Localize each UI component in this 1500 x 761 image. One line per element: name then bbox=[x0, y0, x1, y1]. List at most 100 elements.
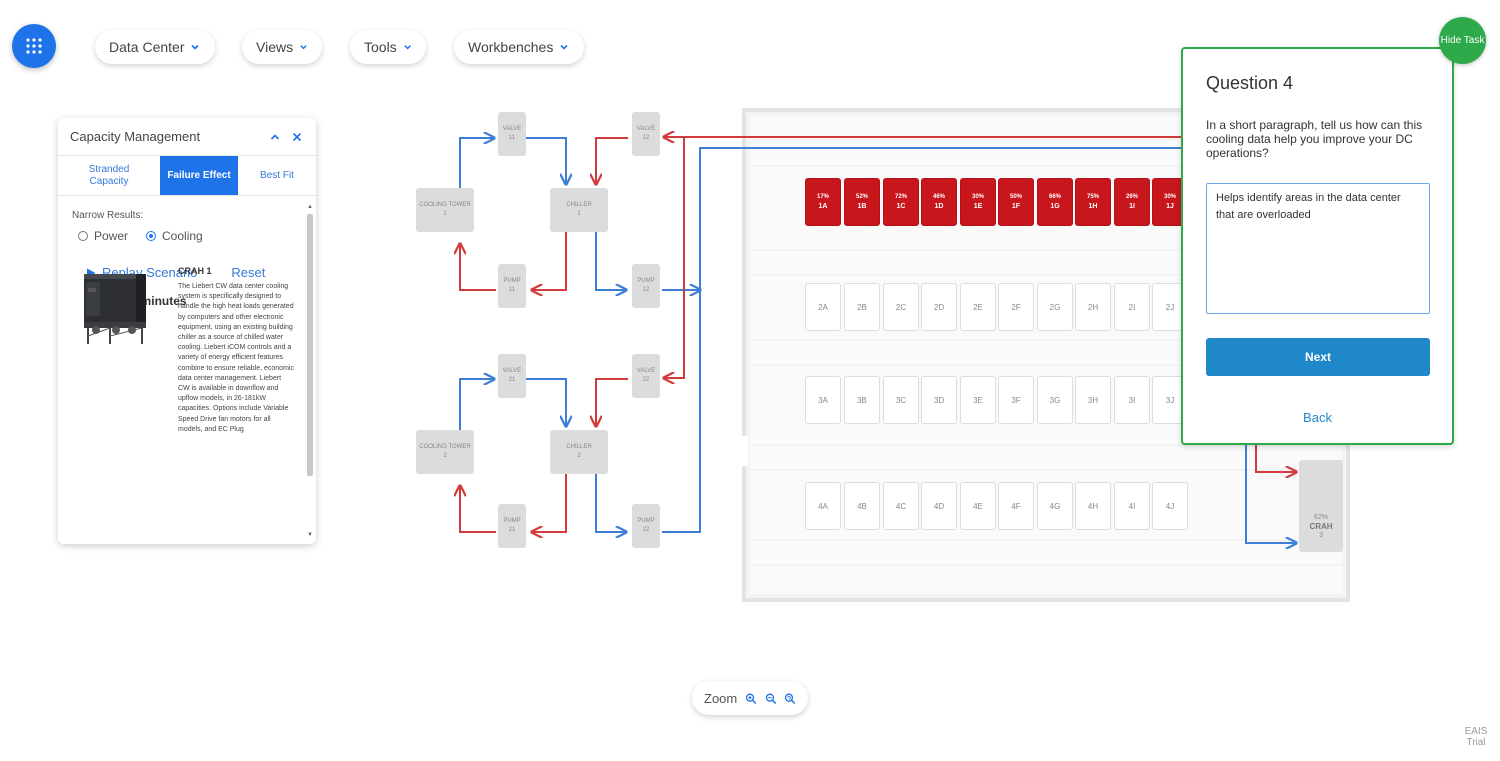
rack-1f[interactable]: 50%1F bbox=[998, 178, 1034, 226]
rack-3a[interactable]: 3A bbox=[805, 376, 841, 424]
rack-4e[interactable]: 4E bbox=[960, 482, 996, 530]
rack-2f[interactable]: 2F bbox=[998, 283, 1034, 331]
rack-label: 1G bbox=[1050, 203, 1060, 210]
scroll-thumb[interactable] bbox=[307, 214, 313, 476]
pump-11-num: 11 bbox=[508, 287, 516, 293]
capacity-scrollbar[interactable]: ▲ ▼ bbox=[306, 204, 314, 540]
rack-2b[interactable]: 2B bbox=[844, 283, 880, 331]
rack-3h[interactable]: 3H bbox=[1075, 376, 1111, 424]
crah-title: CRAH 1 bbox=[178, 266, 212, 276]
rack-1e[interactable]: 30%1E bbox=[960, 178, 996, 226]
rack-2c[interactable]: 2C bbox=[883, 283, 919, 331]
pump-22[interactable]: PUMP 22 bbox=[632, 504, 660, 548]
rack-3c[interactable]: 3C bbox=[883, 376, 919, 424]
rack-4j[interactable]: 4J bbox=[1152, 482, 1188, 530]
chiller-1-name: CHILLER bbox=[566, 202, 592, 208]
rack-1d[interactable]: 46%1D bbox=[921, 178, 957, 226]
hide-task-button[interactable]: Hide Task bbox=[1439, 17, 1486, 64]
radio-cooling[interactable]: Cooling bbox=[146, 229, 203, 243]
rack-4b[interactable]: 4B bbox=[844, 482, 880, 530]
zoom-out-icon[interactable] bbox=[765, 692, 777, 705]
pump-11[interactable]: PUMP 11 bbox=[498, 264, 526, 308]
rack-3i[interactable]: 3I bbox=[1114, 376, 1150, 424]
rack-2d[interactable]: 2D bbox=[921, 283, 957, 331]
rack-1g[interactable]: 66%1G bbox=[1037, 178, 1073, 226]
rack-1h[interactable]: 75%1H bbox=[1075, 178, 1111, 226]
collapse-icon[interactable] bbox=[268, 130, 282, 144]
chiller-2[interactable]: CHILLER 2 bbox=[550, 430, 608, 474]
rack-4i[interactable]: 4I bbox=[1114, 482, 1150, 530]
rack-4f[interactable]: 4F bbox=[998, 482, 1034, 530]
crah-3-pct: 62% bbox=[1313, 513, 1328, 521]
zoom-in-icon[interactable] bbox=[745, 692, 757, 705]
nav-views-label: Views bbox=[256, 39, 294, 55]
back-link[interactable]: Back bbox=[1303, 410, 1332, 425]
crah-text: CRAH 1 The Liebert CW data center coolin… bbox=[178, 266, 294, 435]
rack-4g[interactable]: 4G bbox=[1037, 482, 1073, 530]
valve-22[interactable]: VALVE 22 bbox=[632, 354, 660, 398]
rack-load-pct: 52% bbox=[855, 194, 868, 200]
rack-load-pct: 30% bbox=[1163, 194, 1176, 200]
valve-11-num: 11 bbox=[508, 135, 516, 141]
valve-12-num: 12 bbox=[642, 135, 650, 141]
valve-21[interactable]: VALVE 21 bbox=[498, 354, 526, 398]
rack-4c[interactable]: 4C bbox=[883, 482, 919, 530]
capacity-panel-title: Capacity Management bbox=[70, 129, 201, 144]
crah-3[interactable]: 62% CRAH 3 bbox=[1299, 460, 1343, 552]
radio-button-selected-icon bbox=[146, 231, 157, 241]
nav-views[interactable]: Views bbox=[242, 30, 322, 64]
radio-power[interactable]: Power bbox=[78, 229, 128, 243]
rack-2a[interactable]: 2A bbox=[805, 283, 841, 331]
rack-2g[interactable]: 2G bbox=[1037, 283, 1073, 331]
close-icon[interactable] bbox=[290, 130, 304, 144]
rack-4a[interactable]: 4A bbox=[805, 482, 841, 530]
cooling-tower-2[interactable]: COOLING TOWER 2 bbox=[416, 430, 474, 474]
pump-12[interactable]: PUMP 12 bbox=[632, 264, 660, 308]
cooling-tower-2-num: 2 bbox=[443, 453, 447, 459]
rack-1a[interactable]: 17%1A bbox=[805, 178, 841, 226]
tab-best-fit[interactable]: Best Fit bbox=[260, 169, 294, 181]
next-button[interactable]: Next bbox=[1206, 338, 1430, 376]
scroll-down-icon[interactable]: ▼ bbox=[307, 532, 313, 538]
rack-3d[interactable]: 3D bbox=[921, 376, 957, 424]
pump-21[interactable]: PUMP 21 bbox=[498, 504, 526, 548]
chiller-1-num: 1 bbox=[577, 211, 581, 217]
zoom-label: Zoom bbox=[704, 690, 738, 706]
rack-load-pct: 26% bbox=[1125, 194, 1138, 200]
rack-3e[interactable]: 3E bbox=[960, 376, 996, 424]
question-prompt: In a short paragraph, tell us how can th… bbox=[1206, 118, 1423, 160]
zoom-reset-icon[interactable] bbox=[784, 692, 796, 705]
answer-textarea[interactable]: Helps identify areas in the data center … bbox=[1206, 183, 1430, 314]
chevron-down-icon bbox=[404, 45, 411, 50]
rack-label: 1D bbox=[934, 203, 944, 210]
pump-11-name: PUMP bbox=[503, 278, 521, 284]
rack-2e[interactable]: 2E bbox=[960, 283, 996, 331]
rack-3f[interactable]: 3F bbox=[998, 376, 1034, 424]
rack-1i[interactable]: 26%1I bbox=[1114, 178, 1150, 226]
nav-data-center[interactable]: Data Center bbox=[95, 30, 215, 64]
nav-workbenches[interactable]: Workbenches bbox=[454, 30, 584, 64]
rack-4h[interactable]: 4H bbox=[1075, 482, 1111, 530]
radio-cooling-label: Cooling bbox=[162, 229, 203, 243]
crah-unit-image bbox=[84, 274, 146, 344]
nav-tools[interactable]: Tools bbox=[350, 30, 426, 64]
rack-3g[interactable]: 3G bbox=[1037, 376, 1073, 424]
rack-2i[interactable]: 2I bbox=[1114, 283, 1150, 331]
tab-failure-effect[interactable]: Failure Effect bbox=[160, 156, 238, 195]
rack-4d[interactable]: 4D bbox=[921, 482, 957, 530]
tab-stranded-capacity[interactable]: Stranded Capacity bbox=[88, 163, 130, 187]
chiller-1[interactable]: CHILLER 1 bbox=[550, 188, 608, 232]
rack-1b[interactable]: 52%1B bbox=[844, 178, 880, 226]
cooling-tower-1[interactable]: COOLING TOWER 1 bbox=[416, 188, 474, 232]
scroll-up-icon[interactable]: ▲ bbox=[307, 204, 313, 210]
reset-button[interactable]: Reset bbox=[231, 265, 266, 280]
rack-load-pct: 72% bbox=[894, 194, 907, 200]
rack-1c[interactable]: 72%1C bbox=[883, 178, 919, 226]
valve-11[interactable]: VALVE 11 bbox=[498, 112, 526, 156]
valve-12[interactable]: VALVE 12 bbox=[632, 112, 660, 156]
radio-power-label: Power bbox=[94, 229, 129, 243]
app-launcher-button[interactable] bbox=[12, 24, 56, 68]
narrow-results-label: Narrow Results: bbox=[72, 210, 144, 221]
rack-2h[interactable]: 2H bbox=[1075, 283, 1111, 331]
rack-3b[interactable]: 3B bbox=[844, 376, 880, 424]
